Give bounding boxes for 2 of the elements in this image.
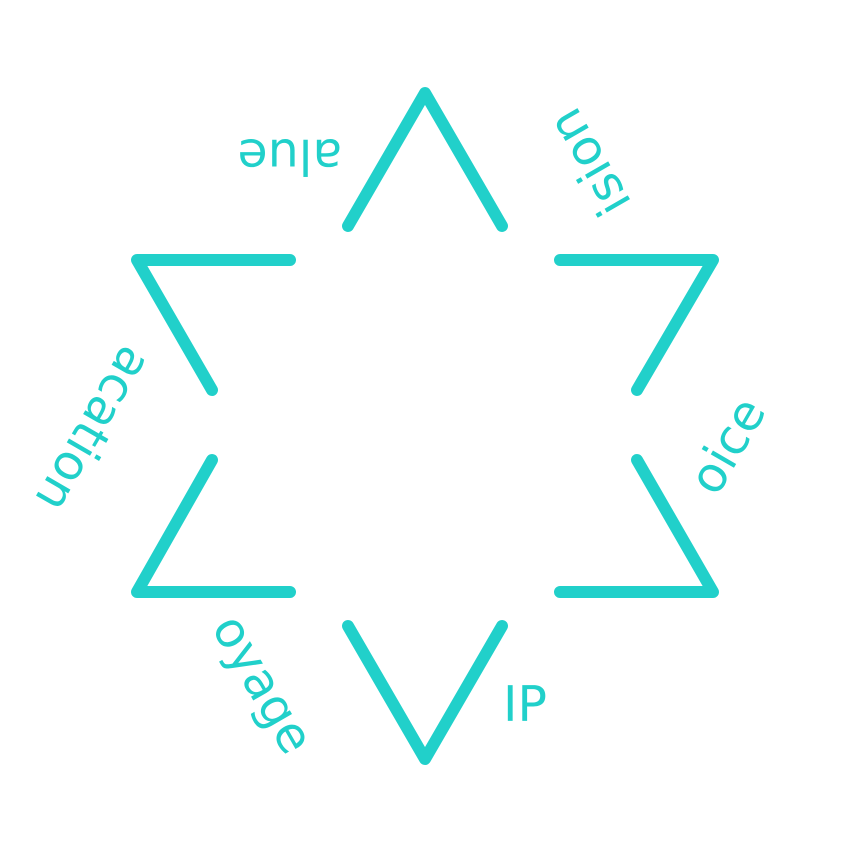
word-label: alue <box>240 139 340 177</box>
word-label: IP <box>508 685 546 721</box>
